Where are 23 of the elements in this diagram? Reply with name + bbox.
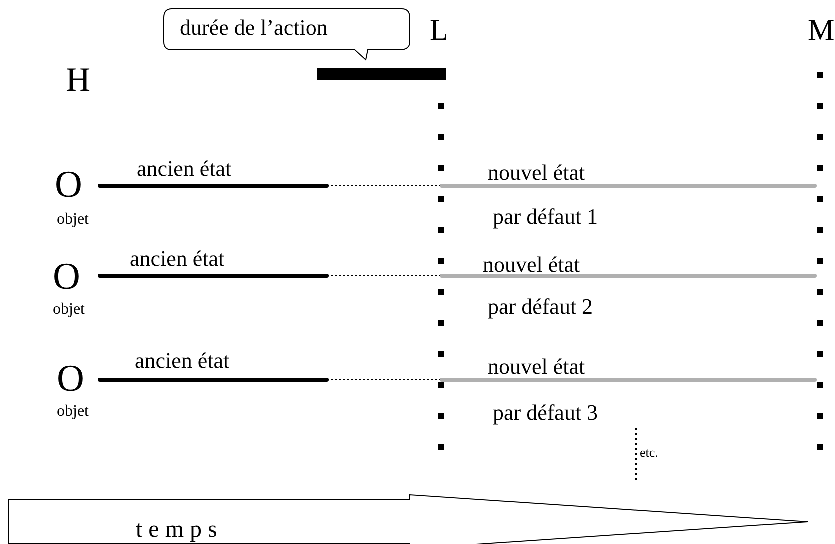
object-caption: objet	[53, 302, 85, 318]
object-caption: objet	[57, 404, 89, 420]
marker-label: H	[66, 64, 91, 98]
speech-bubble	[164, 8, 410, 60]
note-text: etc.	[640, 446, 658, 459]
state-label: ancien état	[137, 158, 232, 180]
state-label: nouvel état	[488, 162, 586, 184]
state-label: par défaut 3	[493, 402, 598, 424]
state-label: ancien état	[135, 350, 230, 372]
time-arrow	[8, 494, 808, 544]
marker-label: L	[430, 16, 448, 46]
callout-text: durée de l’action	[180, 17, 328, 39]
object-label: O	[55, 166, 82, 204]
state-label: ancien état	[130, 248, 225, 270]
marker-label: M	[808, 16, 835, 46]
object-label: O	[57, 360, 84, 398]
state-label: par défaut 1	[493, 206, 598, 228]
state-label: nouvel état	[488, 356, 586, 378]
object-caption: objet	[57, 212, 89, 228]
object-label: O	[53, 258, 80, 296]
state-label: nouvel état	[483, 254, 580, 276]
axis-label: temps	[136, 518, 224, 542]
state-label: par défaut 2	[488, 296, 594, 318]
